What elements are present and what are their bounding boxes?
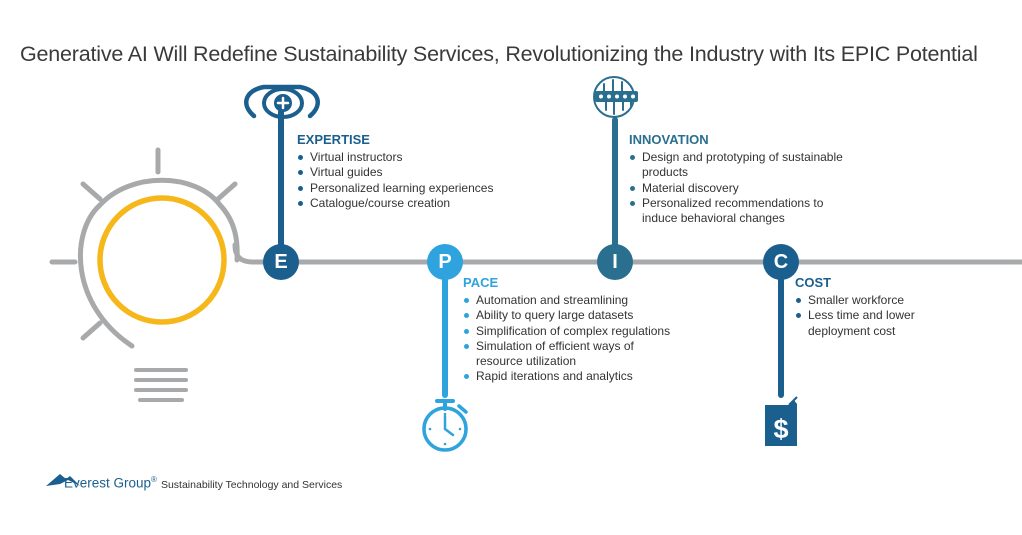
timeline-line (49, 242, 1022, 265)
innovation-section: INNOVATION Design and prototyping of sus… (629, 132, 869, 226)
list-item: Smaller workforce (795, 293, 945, 308)
list-item: Virtual guides (297, 165, 527, 180)
everest-logo-icon (46, 474, 80, 486)
list-item: Simulation of efficient ways of resource… (463, 339, 661, 370)
cost-heading: COST (795, 275, 832, 290)
dollar-tag-icon: $ (765, 396, 798, 446)
cost-list: Smaller workforce Less time and lower de… (795, 293, 945, 339)
lightbulb-icon (77, 147, 240, 402)
letter-circle-i: I (597, 244, 633, 280)
list-item: Simplification of complex regulations (463, 324, 703, 339)
cost-section: COST Smaller workforce Less time and low… (795, 275, 945, 339)
innovation-list: Design and prototyping of sustainable pr… (629, 150, 869, 226)
letter-circle-e: E (263, 244, 299, 280)
stopwatch-icon (422, 399, 468, 452)
expertise-section: EXPERTISE Virtual instructors Virtual gu… (297, 132, 527, 211)
expertise-list: Virtual instructors Virtual guides Perso… (297, 150, 527, 211)
registered-mark: ® (151, 475, 157, 484)
pace-section: PACE Automation and streamlining Ability… (463, 275, 703, 385)
list-item: Automation and streamlining (463, 293, 703, 308)
brand-text: Everest Group®Sustainability Technology … (64, 475, 342, 491)
svg-text:$: $ (773, 414, 788, 444)
list-item: Catalogue/course creation (297, 196, 527, 211)
list-item: Personalized recommendations to induce b… (629, 196, 857, 227)
innovation-heading: INNOVATION (629, 132, 709, 147)
list-item: Rapid iterations and analytics (463, 369, 703, 384)
list-item: Personalized learning experiences (297, 181, 527, 196)
list-item: Less time and lower deployment cost (795, 308, 938, 339)
list-item: Material discovery (629, 181, 869, 196)
list-item: Design and prototyping of sustainable pr… (629, 150, 867, 181)
head-plus-icon (244, 84, 320, 119)
footer-subtitle: Sustainability Technology and Services (160, 478, 343, 491)
list-item: Ability to query large datasets (463, 308, 703, 323)
expertise-heading: EXPERTISE (297, 132, 370, 147)
list-item: Virtual instructors (297, 150, 527, 165)
page-title: Generative AI Will Redefine Sustainabili… (20, 42, 978, 66)
circuit-icon (593, 76, 638, 118)
brand-name: Everest Group (64, 475, 152, 491)
letter-circle-p: P (427, 244, 463, 280)
pace-list: Automation and streamlining Ability to q… (463, 293, 703, 385)
letter-circle-c: C (763, 244, 799, 280)
pace-heading: PACE (463, 275, 499, 290)
